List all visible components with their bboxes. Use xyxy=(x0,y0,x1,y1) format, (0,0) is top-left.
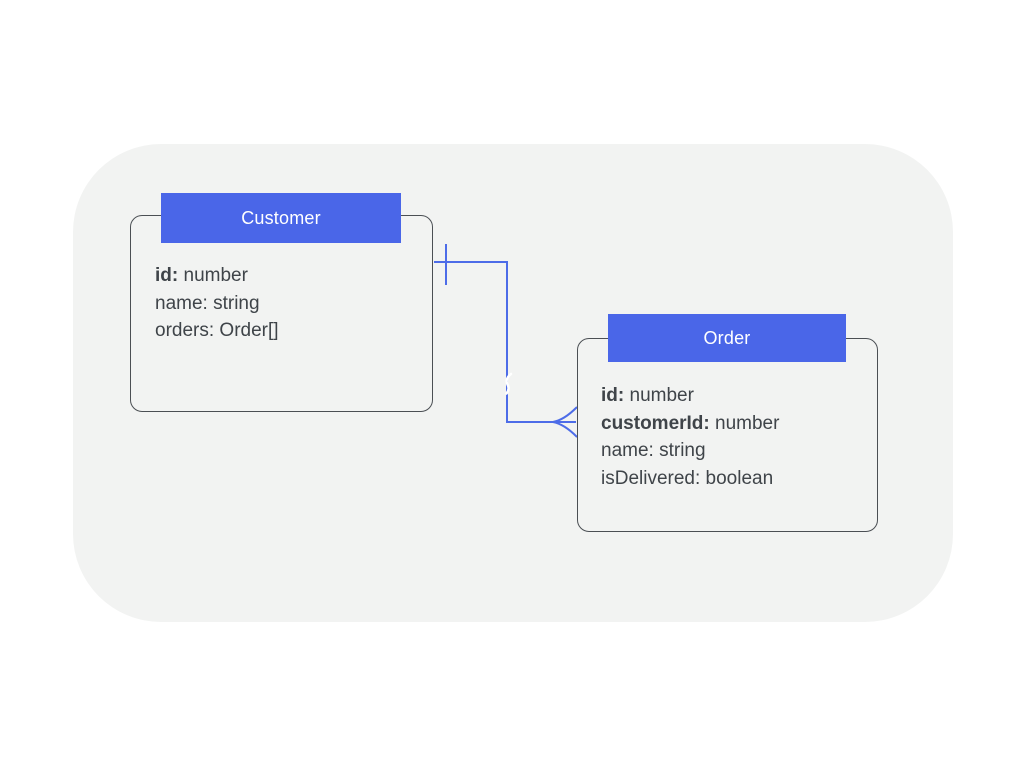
field-name: customerId xyxy=(601,413,710,434)
entity-customer-fields: id number name string orders Order[] xyxy=(155,262,279,345)
field-type: number xyxy=(183,265,248,286)
entity-customer[interactable]: Customer id number name string orders Or… xyxy=(130,193,433,412)
entity-customer-title: Customer xyxy=(241,207,321,228)
entity-order-header[interactable]: Order xyxy=(608,314,846,362)
field-name: name xyxy=(155,293,208,314)
field-name: isDelivered xyxy=(601,468,700,489)
relationship-line[interactable] xyxy=(434,261,576,423)
field-row: id number xyxy=(601,382,779,410)
field-row: orders Order[] xyxy=(155,317,279,345)
entity-order-fields: id number customerId number name string … xyxy=(601,382,779,492)
white-squiggle-artifact xyxy=(505,372,513,395)
field-row: name string xyxy=(155,290,279,318)
field-type: number xyxy=(629,385,694,406)
field-name: id xyxy=(601,385,624,406)
entity-order-title: Order xyxy=(703,327,751,348)
field-type: boolean xyxy=(705,467,774,489)
field-type: string xyxy=(659,440,706,461)
field-row: isDelivered boolean xyxy=(601,465,779,493)
field-row: id number xyxy=(155,262,279,290)
crow-foot-many-marker xyxy=(552,406,578,438)
field-name: name xyxy=(601,440,654,461)
field-row: name string xyxy=(601,437,779,465)
field-name: id xyxy=(155,265,178,286)
entity-order[interactable]: Order id number customerId number name s… xyxy=(577,314,878,532)
field-type: number xyxy=(715,412,780,434)
entity-customer-header[interactable]: Customer xyxy=(161,193,401,243)
field-row: customerId number xyxy=(601,410,779,438)
field-type: Order[] xyxy=(219,320,279,341)
field-type: string xyxy=(213,292,260,314)
field-name: orders xyxy=(155,320,214,341)
